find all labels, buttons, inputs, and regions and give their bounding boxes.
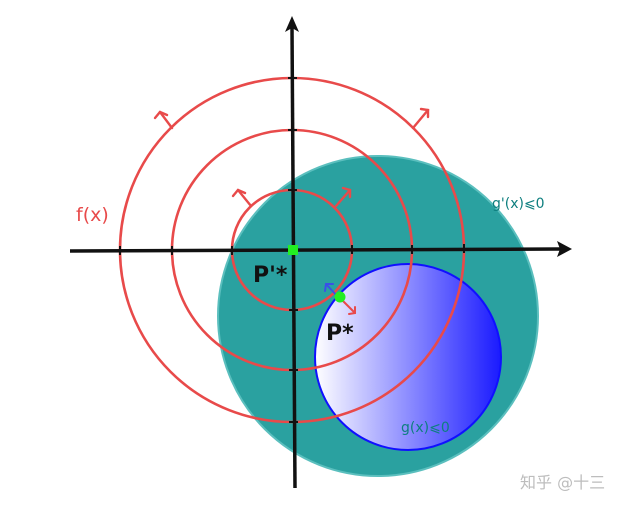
point-p-star [334, 291, 346, 303]
label-g: g(x)⩽0 [401, 420, 450, 436]
contour-arrows [153, 107, 430, 208]
small-feasible-region [314, 263, 502, 451]
axis-ticks [119, 77, 465, 423]
label-p-prime-star: P'* [253, 263, 288, 288]
y-axis [290, 27, 297, 489]
contour-arrow [231, 188, 253, 208]
label-f: f(x) [76, 204, 109, 226]
x-axis-arrowhead [557, 241, 572, 257]
watermark: 知乎 @十三 [520, 473, 605, 492]
contour-arrow [411, 107, 430, 130]
axes [69, 16, 572, 489]
label-g-prime: g'(x)⩽0 [492, 196, 545, 212]
point-p-prime-star [288, 245, 298, 255]
label-p-star: P* [326, 321, 354, 346]
y-axis-arrowhead [285, 16, 299, 32]
contour-arrow [334, 186, 352, 208]
contour-arrow [153, 110, 174, 130]
x-axis [69, 247, 561, 253]
